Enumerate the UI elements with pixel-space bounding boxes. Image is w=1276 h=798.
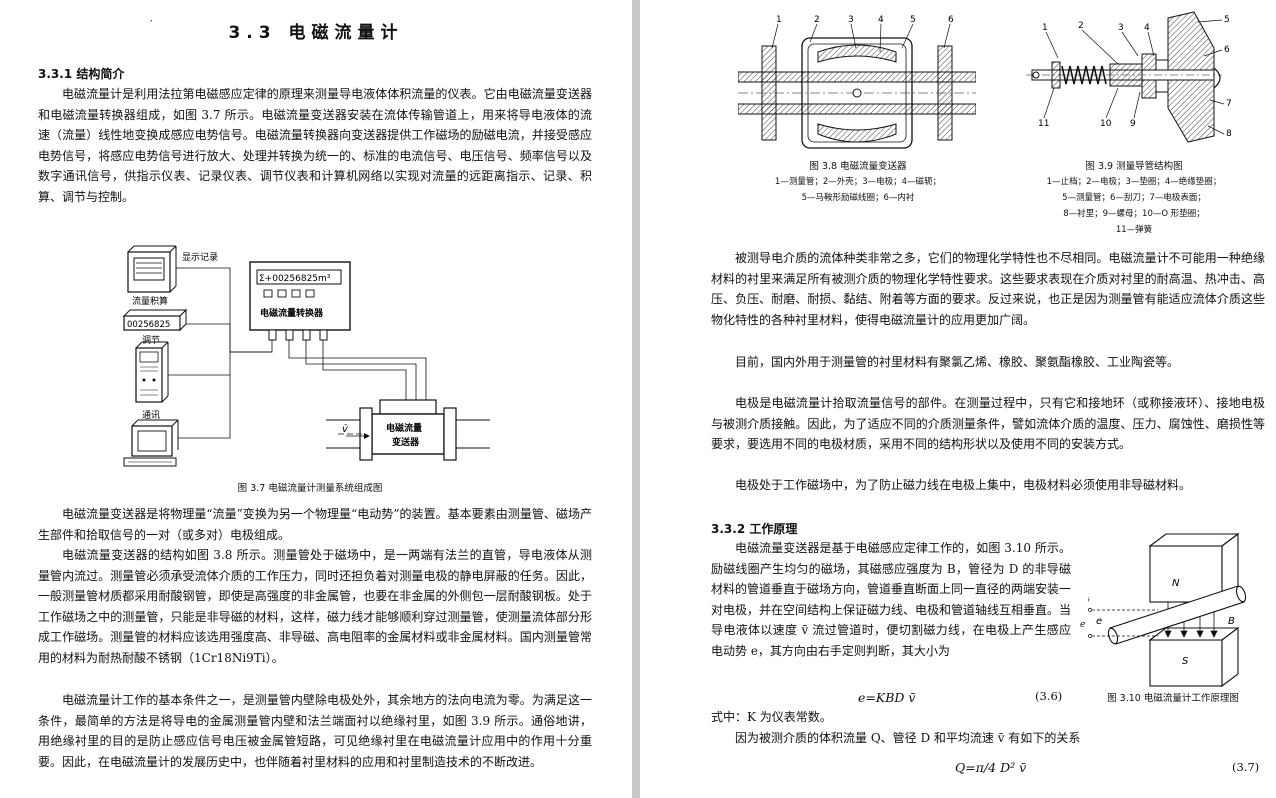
formula-3-6-number: (3.6) <box>1035 689 1063 703</box>
paragraph-transmitter-structure: 电磁流量变送器的结构如图 3.8 所示。测量管处于磁场中，是一两端有法兰的直管，… <box>38 548 592 665</box>
figure-3-7-system-diagram: 显示记录 流量积算 00256825 调节 <box>122 245 490 467</box>
computer-icon <box>123 419 179 467</box>
figure-3-9-electrode-diagram: 1 2 3 4 5 6 7 8 11 10 9 <box>1026 11 1232 143</box>
svg-text:2: 2 <box>1078 21 1084 31</box>
electrode-e-label-outer: e <box>1080 620 1086 630</box>
svg-text:8: 8 <box>1226 129 1232 139</box>
figure-3-8-caption-title: 图 3.8 电磁流量变送器 <box>809 161 907 172</box>
figure-3-9-caption-line3: 8—衬里；9—螺母；10—O 形垫圈； <box>1063 209 1205 219</box>
label-display-record: 显示记录 <box>182 252 218 263</box>
svg-text:5: 5 <box>1224 15 1230 25</box>
converter-name: 电磁流量转换器 <box>260 307 324 319</box>
paragraph-volume-flow-relation: 因为被测介质的体积流量 Q、管径 D 和平均流速 v̄ 有如下的关系 <box>735 731 1081 745</box>
page-gutter <box>632 0 640 798</box>
velocity-label: v̄ <box>1088 597 1090 607</box>
figure-3-10-principle-diagram: N S B e v̄ <box>1088 532 1247 688</box>
paragraph-electrode: 电极是电磁流量计拾取流量信号的部件。在测量过程中，只有它和接地环（或称接液环）、… <box>711 396 1265 452</box>
section-title-331: 3.3.1 结构简介 <box>38 67 125 81</box>
pole-N: N <box>1172 578 1180 589</box>
paragraph-transmitter-definition: 电磁流量变送器是将物理量“流量”变换为另一个物理量“电动势”的装置。基本要素由测… <box>38 507 592 542</box>
transmitter-label-line1: 电磁流量 <box>386 422 422 434</box>
wiring-lines <box>168 267 427 439</box>
totalizer-value: 00256825 <box>127 320 170 330</box>
paragraph-lining-materials: 目前，国内外用于测量管的衬里材料有聚氯乙烯、橡胶、聚氨酯橡胶、工业陶瓷等。 <box>735 355 1180 369</box>
svg-text:1: 1 <box>776 15 782 25</box>
label-communication: 通讯 <box>142 410 160 421</box>
figure-3-8-transmitter-diagram: 1 2 3 4 5 6 <box>738 15 976 149</box>
svg-text:5: 5 <box>910 15 916 25</box>
paragraph-instrument-constant: 式中：K 为仪表常数。 <box>711 710 832 724</box>
regulator-device-icon <box>135 341 169 403</box>
stray-mark: ′ <box>150 18 153 31</box>
label-regulate: 调节 <box>142 335 160 346</box>
svg-text:7: 7 <box>1226 99 1232 109</box>
pole-S: S <box>1182 656 1189 667</box>
svg-text:6: 6 <box>1224 45 1230 55</box>
section-title-332: 3.3.2 工作原理 <box>711 522 798 536</box>
electrode-leads <box>1088 608 1158 638</box>
figure-3-7-caption: 图 3.7 电磁流量计测量系统组成图 <box>237 483 383 494</box>
svg-text:11: 11 <box>1038 119 1049 129</box>
figure-3-9-part-numbers: 1 2 3 4 5 6 7 8 11 10 9 <box>1038 15 1232 139</box>
paragraph-electrode-material: 电极处于工作磁场中，为了防止磁力线在电极上集中，电极材料必须使用非导磁材料。 <box>735 478 1192 492</box>
figure-3-8-caption-line2: 5—马鞍形励磁线圈；6—内衬 <box>801 193 915 203</box>
pipe-cylinder <box>1107 585 1247 645</box>
svg-text:3: 3 <box>848 15 854 25</box>
svg-text:1: 1 <box>1042 23 1048 33</box>
figure-3-9-caption-line4: 11—弹簧 <box>1115 225 1153 235</box>
svg-text:10: 10 <box>1100 119 1112 129</box>
figure-3-9-caption-line1: 1—止档；2—电极；3—垫圈；4—绝缘垫圈； <box>1046 177 1222 187</box>
svg-text:2: 2 <box>814 15 820 25</box>
converter-readout: Σ+00256825m³ <box>259 274 331 284</box>
svg-text:9: 9 <box>1130 119 1136 129</box>
svg-text:4: 4 <box>878 15 884 25</box>
paragraph-structure-intro: 电磁流量计是利用法拉第电磁感应定律的原理来测量导电液体体积流量的仪表。它由电磁流… <box>38 87 592 204</box>
paragraph-lining-requirements: 被测导电介质的流体种类非常之多，它们的物理化学特性也不尽相同。电磁流量计不可能用… <box>711 251 1265 327</box>
formula-3-6: e=KBD v̄ <box>858 690 916 705</box>
label-totalizer: 流量积算 <box>132 295 168 307</box>
svg-text:6: 6 <box>948 15 954 25</box>
transmitter-label-line2: 变送器 <box>392 436 420 448</box>
formula-3-7-number: (3.7) <box>1232 760 1260 774</box>
flow-velocity-symbol: v̄ <box>342 424 349 435</box>
figure-3-8-caption-line1: 1—测量管；2—外壳；3—电极；4—磁轭； <box>774 177 942 187</box>
formula-3-7: Q=π/4 D² v̄ <box>955 760 1027 775</box>
left-page: ′ 3.3 电磁流量计 3.3.1 结构简介 电磁流量计是利用法拉第电磁感应定律… <box>0 0 632 798</box>
paragraph-lining-condition: 电磁流量计工作的基本条件之一，是测量管内壁除电极处外，其余地方的法向电流为零。为… <box>38 693 592 769</box>
recorder-monitor-icon <box>127 245 177 293</box>
converter-box <box>249 261 351 341</box>
figure-3-8-part-numbers: 1 2 3 4 5 6 <box>776 15 954 25</box>
figure-3-9-caption-line2: 5—测量管；6—刮刀；7—电极表面； <box>1062 193 1206 203</box>
paragraph-working-principle: 电磁流量变送器是基于电磁感应定律工作的，如图 3.10 所示。励磁线圈产生均匀的… <box>711 541 1072 658</box>
field-B: B <box>1228 616 1235 627</box>
electrode-e-label: e <box>1096 616 1102 627</box>
figure-3-10-caption: 图 3.10 电磁流量计工作原理图 <box>1107 693 1239 704</box>
figure-3-9-caption-title: 图 3.9 测量导管结构图 <box>1085 161 1183 172</box>
svg-text:4: 4 <box>1144 23 1150 33</box>
transmitter-body <box>326 399 490 461</box>
chapter-title: 3.3 电磁流量计 <box>228 23 404 43</box>
right-page: 1 2 3 4 5 6 <box>640 0 1276 798</box>
svg-text:3: 3 <box>1118 23 1124 33</box>
